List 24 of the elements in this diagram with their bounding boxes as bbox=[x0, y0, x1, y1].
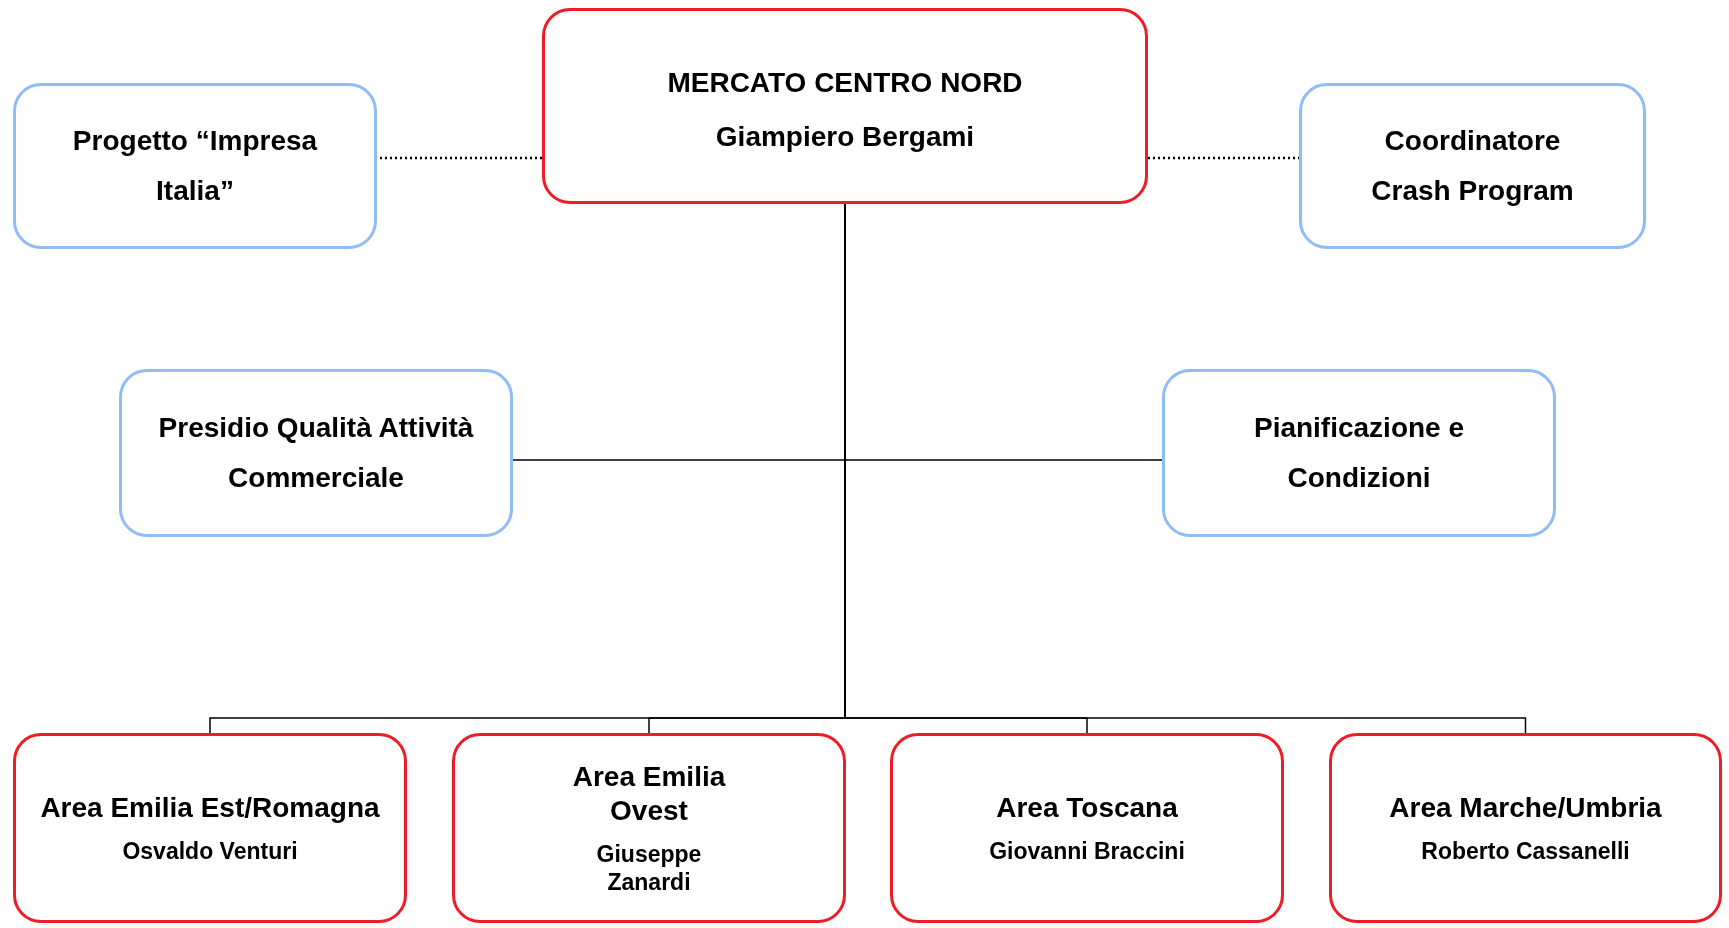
unit-box bbox=[13, 733, 407, 923]
unit-title: Pianificazione e Condizioni bbox=[1252, 411, 1466, 495]
unit-title: Area Emilia Est/Romagna bbox=[40, 791, 380, 825]
staff-box bbox=[1162, 369, 1556, 537]
staff-box bbox=[119, 369, 513, 537]
manager-name: Giuseppe Zanardi bbox=[595, 840, 703, 896]
dotted-connector bbox=[377, 156, 542, 160]
unit-title: Progetto “Impresa Italia” bbox=[71, 124, 319, 208]
manager-name: Osvaldo Venturi bbox=[122, 837, 298, 865]
manager-name: Roberto Cassanelli bbox=[1421, 837, 1630, 865]
unit-title: Coordinatore Crash Program bbox=[1370, 124, 1575, 208]
unit-title: Presidio Qualità Attività Commerciale bbox=[157, 411, 475, 495]
manager-name: Giampiero Bergami bbox=[715, 120, 975, 154]
unit-box bbox=[452, 733, 846, 923]
unit-title: Area Marche/Umbria bbox=[1389, 791, 1662, 825]
unit-title: MERCATO CENTRO NORD bbox=[667, 66, 1023, 100]
manager-name: Giovanni Braccini bbox=[989, 837, 1185, 865]
unit-box bbox=[890, 733, 1284, 923]
unit-box bbox=[542, 8, 1148, 204]
staff-box bbox=[13, 83, 377, 249]
staff-box bbox=[1299, 83, 1646, 249]
unit-box bbox=[1329, 733, 1722, 923]
unit-title: Area Toscana bbox=[996, 791, 1178, 825]
unit-title: Area Emilia Ovest bbox=[571, 760, 727, 828]
